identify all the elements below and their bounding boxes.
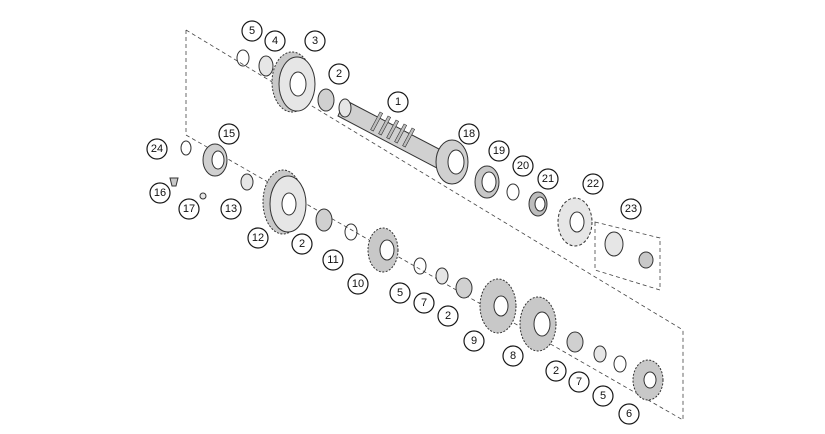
washer-7b (593, 345, 607, 363)
svg-text:5: 5 (249, 25, 255, 37)
frame-lines (185, 29, 684, 421)
callout-21: 21 (537, 168, 559, 190)
svg-text:2: 2 (553, 365, 559, 377)
callout-18: 18 (458, 123, 480, 145)
svg-text:20: 20 (517, 160, 529, 172)
bushing-2b (455, 277, 473, 299)
svg-text:18: 18 (463, 128, 475, 140)
seal-19 (474, 165, 500, 199)
ring-20 (506, 183, 520, 201)
svg-text:6: 6 (626, 408, 632, 420)
callout-10: 10 (347, 273, 369, 295)
callout-7-low: 7 (568, 371, 590, 393)
svg-text:5: 5 (600, 390, 606, 402)
callout-5-top: 5 (241, 20, 263, 42)
bearing-15 (202, 143, 228, 177)
callout-20: 20 (512, 155, 534, 177)
ring-11 (344, 223, 358, 241)
callout-5-low: 5 (592, 385, 614, 407)
svg-text:2: 2 (336, 68, 342, 80)
callout-15: 15 (218, 123, 240, 145)
callout-24: 24 (146, 138, 168, 160)
rings-top (236, 49, 335, 112)
callout-17: 17 (178, 198, 200, 220)
svg-text:11: 11 (327, 254, 338, 266)
gear-8 (519, 296, 557, 352)
svg-text:13: 13 (225, 203, 237, 215)
svg-text:10: 10 (352, 278, 364, 290)
svg-text:3: 3 (312, 35, 318, 47)
callout-2-top: 2 (328, 63, 350, 85)
callout-7-mid: 7 (413, 292, 435, 314)
callout-1: 1 (387, 91, 409, 113)
gear-3 (271, 51, 316, 113)
svg-text:19: 19 (493, 145, 505, 157)
svg-text:23: 23 (625, 203, 637, 215)
bushing-21 (528, 191, 548, 217)
callout-12: 12 (247, 227, 269, 249)
callout-2-right: 2 (545, 360, 567, 382)
svg-text:2: 2 (445, 310, 451, 322)
washer-7a (435, 267, 449, 285)
lockwasher-23 (604, 231, 654, 269)
svg-text:2: 2 (299, 238, 305, 250)
circlip-24 (180, 140, 192, 156)
svg-text:15: 15 (223, 128, 235, 140)
callout-8: 8 (502, 345, 524, 367)
svg-text:21: 21 (542, 173, 554, 185)
svg-text:9: 9 (471, 335, 477, 347)
callout-23: 23 (620, 198, 642, 220)
bushing-2c (566, 331, 584, 353)
svg-text:5: 5 (397, 287, 403, 299)
callout-2-mid: 2 (291, 233, 313, 255)
callout-11: 11 (322, 249, 344, 271)
callout-3: 3 (304, 30, 326, 52)
callout-4: 4 (264, 30, 286, 52)
callout-9: 9 (463, 330, 485, 352)
svg-text:7: 7 (421, 297, 427, 309)
gear-9 (479, 278, 517, 334)
callout-19: 19 (488, 140, 510, 162)
washer-13 (240, 173, 254, 191)
svg-text:17: 17 (183, 203, 195, 215)
callout-22: 22 (582, 173, 604, 195)
svg-text:24: 24 (151, 143, 163, 155)
bushing-2a (315, 208, 333, 232)
callouts: 1 2 3 4 5 2 5 7 2 6 7 5 8 9 10 11 2 12 1… (146, 20, 642, 425)
svg-text:1: 1 (395, 96, 401, 108)
callout-5-mid: 5 (389, 282, 411, 304)
bearing-18 (435, 139, 469, 185)
callout-16: 16 (149, 182, 171, 204)
svg-text:7: 7 (576, 376, 582, 388)
gear-6 (632, 359, 664, 401)
svg-text:8: 8 (510, 350, 516, 362)
ring-5a (413, 257, 427, 275)
svg-text:12: 12 (252, 232, 264, 244)
gear-12 (262, 169, 307, 235)
screw-16 (169, 177, 179, 187)
callout-2-low: 2 (437, 305, 459, 327)
svg-text:4: 4 (272, 35, 278, 47)
gear-10 (367, 227, 399, 273)
sprocket-22 (557, 197, 593, 247)
main-shaft (337, 98, 461, 177)
callout-13: 13 (220, 198, 242, 220)
callout-6: 6 (618, 403, 640, 425)
ring-5b (613, 355, 627, 373)
svg-text:22: 22 (587, 178, 599, 190)
washer-17 (199, 192, 207, 200)
svg-text:16: 16 (154, 187, 166, 199)
